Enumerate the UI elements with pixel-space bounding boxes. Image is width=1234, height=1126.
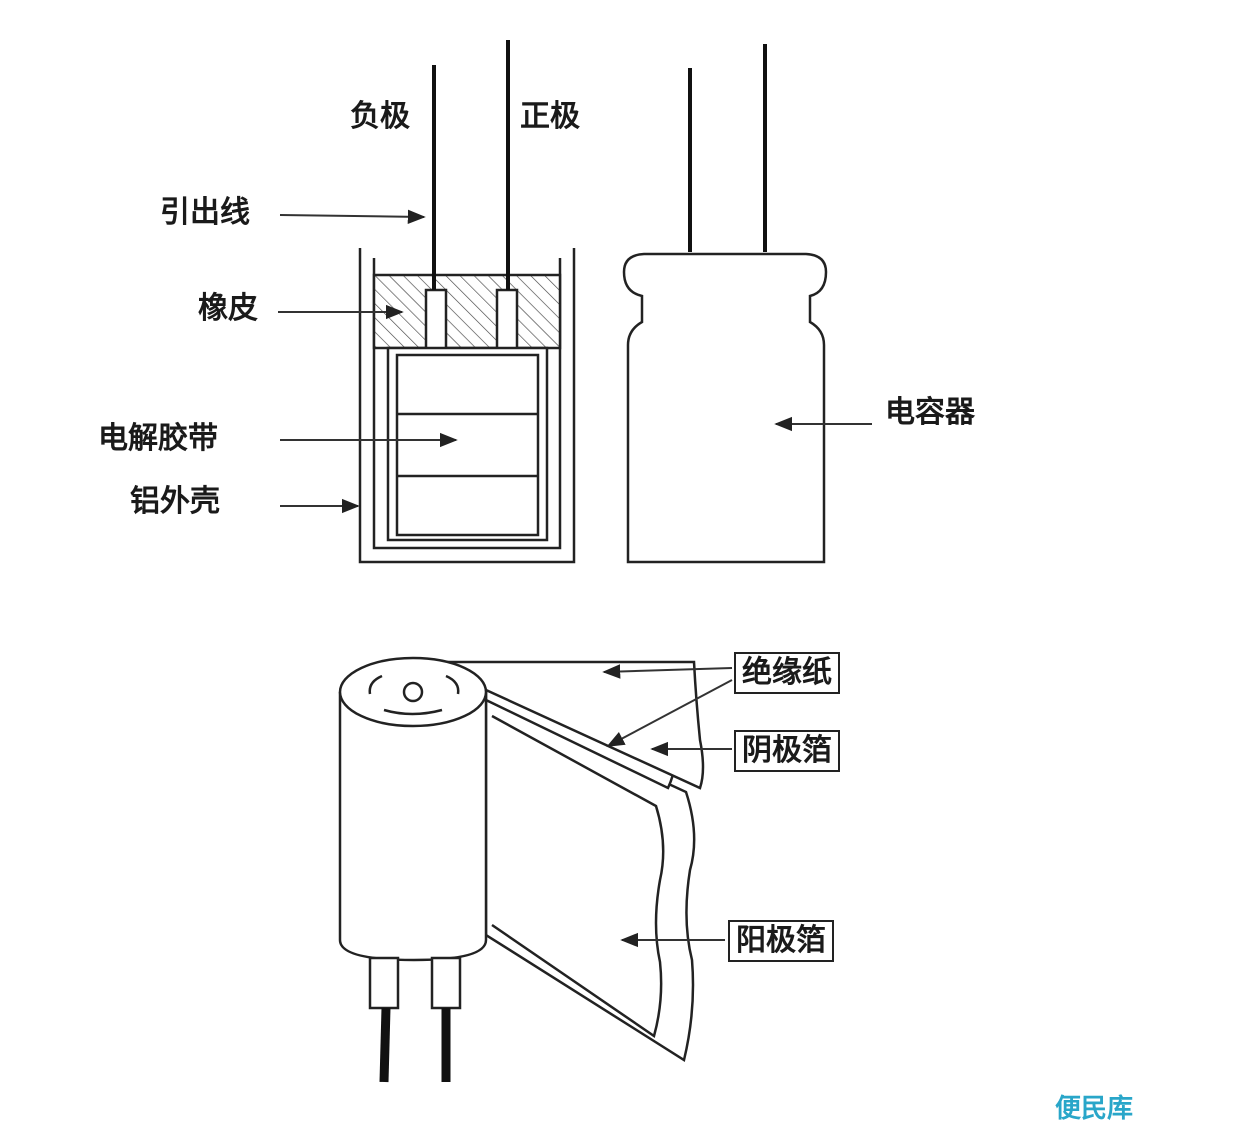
electrolytic-tape-label: 电解胶带 — [98, 421, 218, 456]
lead-wire-arrow — [279, 209, 426, 224]
spiral-arc-1 — [368, 674, 383, 695]
left-arrows — [278, 209, 458, 514]
negative-terminal — [424, 288, 448, 352]
cathode-foil-label: 阴极箔 — [734, 730, 840, 772]
capacitor-label: 电容器 — [885, 395, 975, 430]
positive-terminal — [495, 288, 519, 352]
insulating-paper-label: 绝缘纸 — [734, 652, 840, 694]
cylinder-body — [338, 692, 488, 962]
bottom-arrows — [602, 664, 733, 948]
positive-label: 正极 — [520, 99, 580, 134]
anode-foil-label: 阳极箔 — [728, 920, 834, 962]
cylinder-top — [338, 656, 488, 728]
negative-label: 负极 — [350, 99, 410, 134]
aluminum-shell-label: 铝外壳 — [130, 484, 220, 519]
bottom-terminal-right — [430, 956, 462, 1010]
insulating-paper-arrow — [602, 664, 733, 679]
spiral-arc-3 — [383, 708, 443, 716]
capacitor-body — [622, 252, 828, 564]
bottom-terminals — [368, 956, 462, 1083]
rubber-label: 橡皮 — [198, 291, 258, 326]
wound-capacitor — [338, 656, 705, 1062]
spiral-arc-2 — [445, 674, 460, 695]
cylinder-top-details — [368, 674, 460, 716]
lead-wire-label: 引出线 — [160, 195, 250, 230]
insulating-paper-arrow-2 — [606, 679, 733, 747]
electrolytic-roll-inner — [395, 353, 540, 537]
insulating-paper-sheet — [431, 660, 705, 790]
aluminum-shell-inner — [372, 258, 562, 550]
bottom-wire-left — [379, 1007, 391, 1083]
aluminum-shell-outer — [358, 248, 576, 564]
anode-foil-sheet — [484, 698, 696, 1062]
bottom-terminal-left — [368, 956, 400, 1010]
electrolytic-roll-outer — [386, 346, 549, 542]
watermark: 便民库 — [1055, 1094, 1134, 1124]
center-hole — [402, 681, 424, 703]
anode-foil-inner — [491, 714, 665, 1039]
cross-section — [358, 248, 576, 564]
